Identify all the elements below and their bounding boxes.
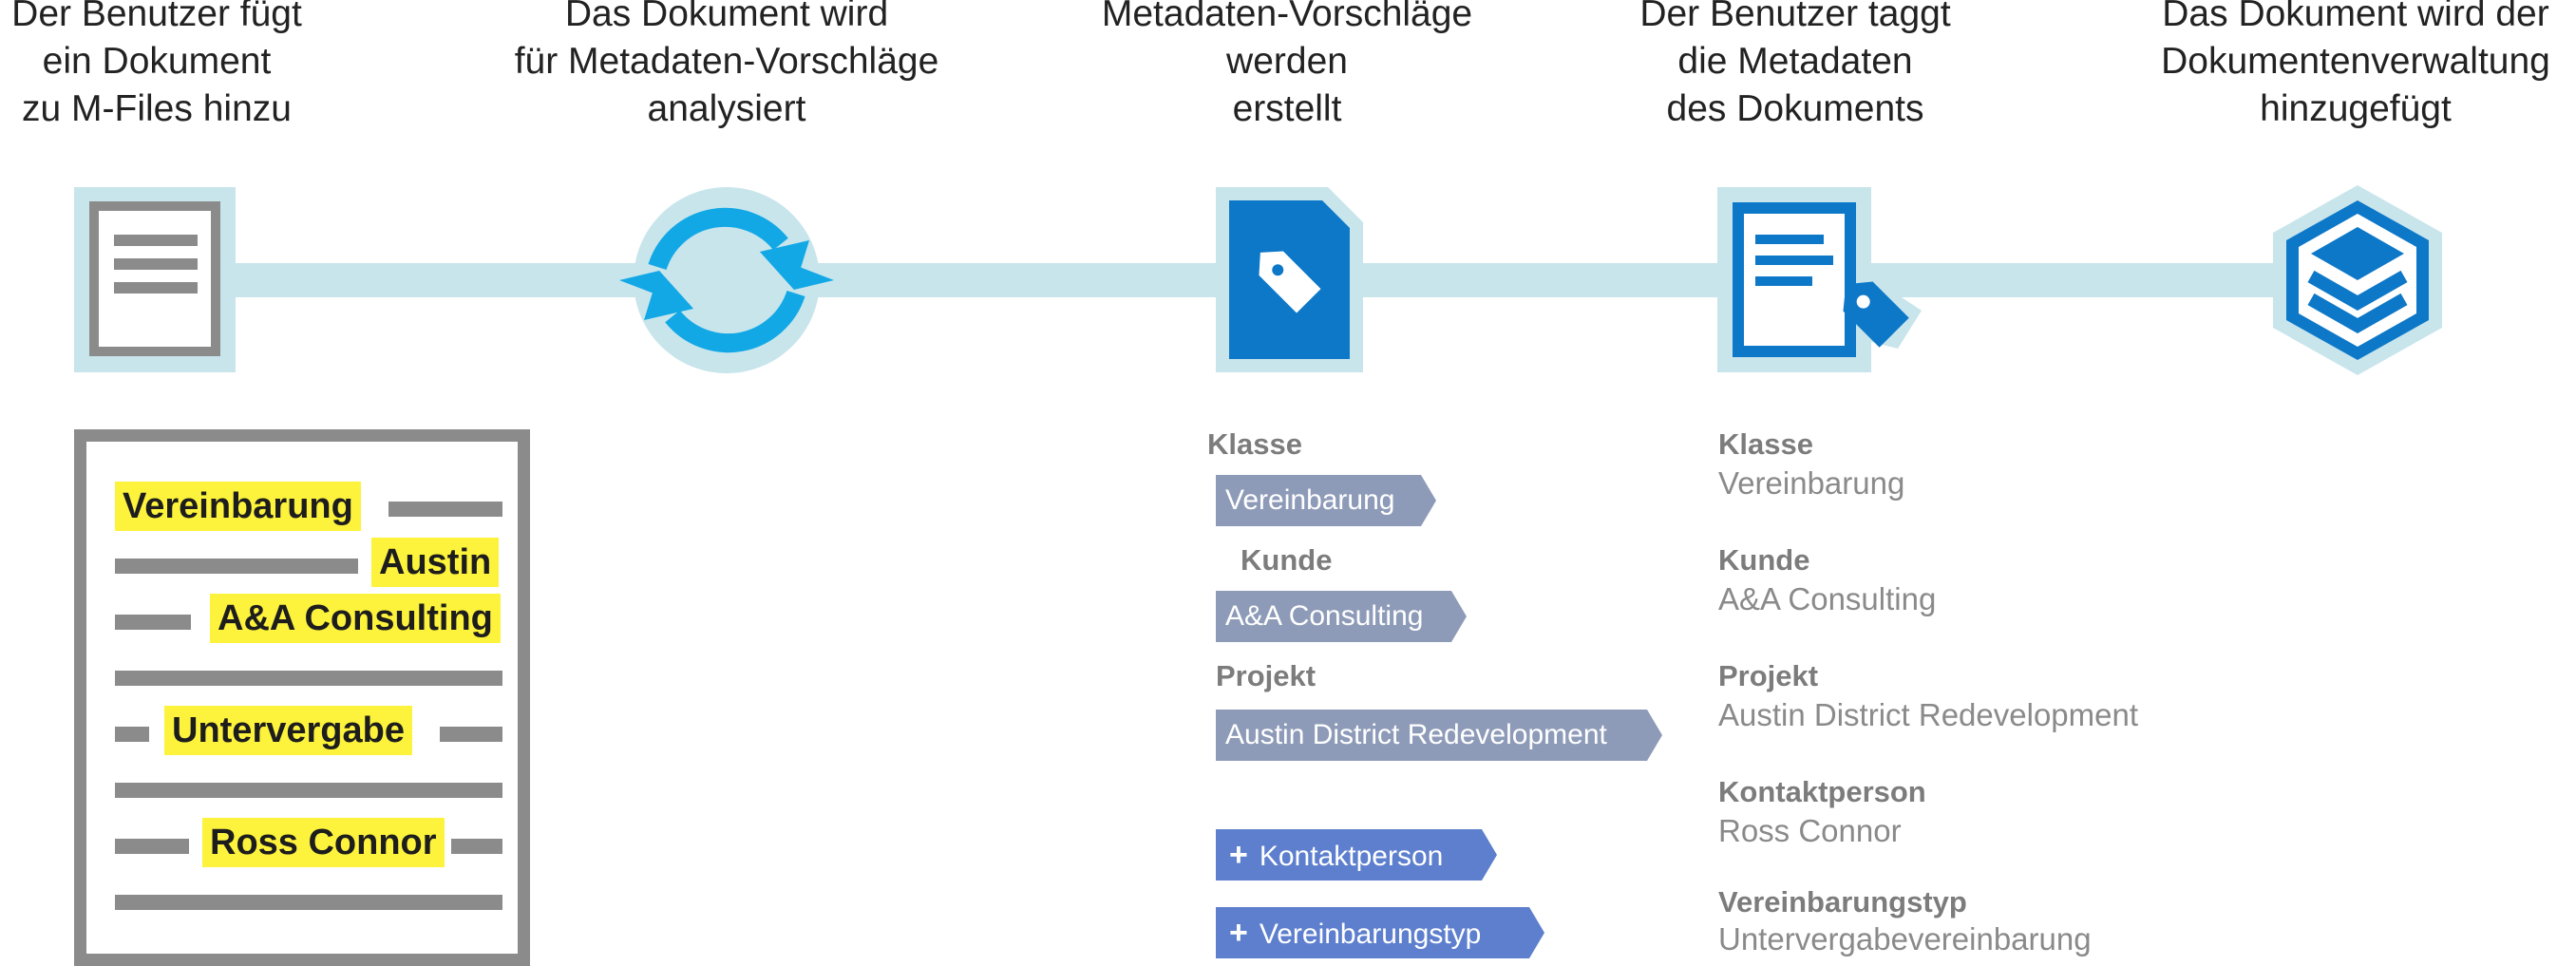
document-tag-icon xyxy=(1717,187,1922,372)
highlight-vereinbarung: Vereinbarung xyxy=(115,482,361,531)
tagged-vereinbarungstyp-value: Untervergabevereinbarung xyxy=(1718,921,2092,957)
text-line xyxy=(115,783,502,798)
suggestion-projekt-label: Projekt xyxy=(1216,659,1316,692)
highlight-untervergabe: Untervergabe xyxy=(164,706,412,755)
add-kontaktperson-tag[interactable]: + Kontaktperson xyxy=(1216,829,1497,881)
text-line xyxy=(115,895,502,910)
add-vereinbarungstyp-label: Vereinbarungstyp xyxy=(1259,919,1482,950)
tagged-kunde-value: A&A Consulting xyxy=(1718,581,1937,616)
tagged-klasse-label: Klasse xyxy=(1718,427,1813,461)
add-vereinbarungstyp-tag[interactable]: + Vereinbarungstyp xyxy=(1216,907,1544,958)
suggestion-kunde-tag[interactable]: A&A Consulting xyxy=(1216,591,1467,642)
step-3-title: Metadaten-Vorschläge werden erstellt xyxy=(1101,0,1473,129)
tagged-kontaktperson-label: Kontaktperson xyxy=(1718,775,1926,808)
suggestion-klasse-label: Klasse xyxy=(1207,427,1302,461)
plus-icon: + xyxy=(1229,915,1248,951)
suggestion-projekt-tag[interactable]: Austin District Redevelopment xyxy=(1216,710,1662,761)
text-line xyxy=(451,839,502,854)
step-5-title: Das Dokument wird der Dokumentenverwaltu… xyxy=(2161,0,2550,129)
layers-icon xyxy=(2273,185,2442,375)
step-2-title: Das Dokument wird für Metadaten-Vorschlä… xyxy=(514,0,939,129)
tagged-vereinbarungstyp-label: Vereinbarungstyp xyxy=(1718,885,1967,919)
text-line xyxy=(388,502,502,517)
tagged-klasse-value: Vereinbarung xyxy=(1718,465,1905,501)
document-icon xyxy=(74,187,236,372)
add-kontaktperson-label: Kontaktperson xyxy=(1259,841,1444,872)
text-line xyxy=(115,671,502,686)
tagged-projekt-label: Projekt xyxy=(1718,659,1819,692)
text-line xyxy=(115,615,191,630)
step-4-title: Der Benutzer taggt die Metadaten des Dok… xyxy=(1639,0,1951,129)
source-document: Vereinbarung Austin A&A Consulting Unter… xyxy=(74,429,530,966)
suggestion-klasse-tag[interactable]: Vereinbarung xyxy=(1216,475,1436,526)
refresh-icon xyxy=(608,185,845,375)
tagged-projekt-value: Austin District Redevelopment xyxy=(1718,697,2139,732)
text-line xyxy=(115,559,358,574)
tagged-kontaktperson-value: Ross Connor xyxy=(1718,813,1902,848)
plus-icon: + xyxy=(1229,837,1248,873)
text-line xyxy=(115,839,189,854)
suggestion-kunde-label: Kunde xyxy=(1241,543,1333,577)
highlight-ross-connor: Ross Connor xyxy=(202,818,445,867)
highlight-aa-consulting: A&A Consulting xyxy=(210,594,501,643)
tagged-kunde-label: Kunde xyxy=(1718,543,1810,577)
highlight-austin: Austin xyxy=(371,538,500,587)
step-1-title: Der Benutzer fügt ein Dokument zu M-File… xyxy=(11,0,302,129)
tag-document-icon xyxy=(1216,187,1363,372)
text-line xyxy=(440,727,502,742)
text-line xyxy=(115,727,149,742)
